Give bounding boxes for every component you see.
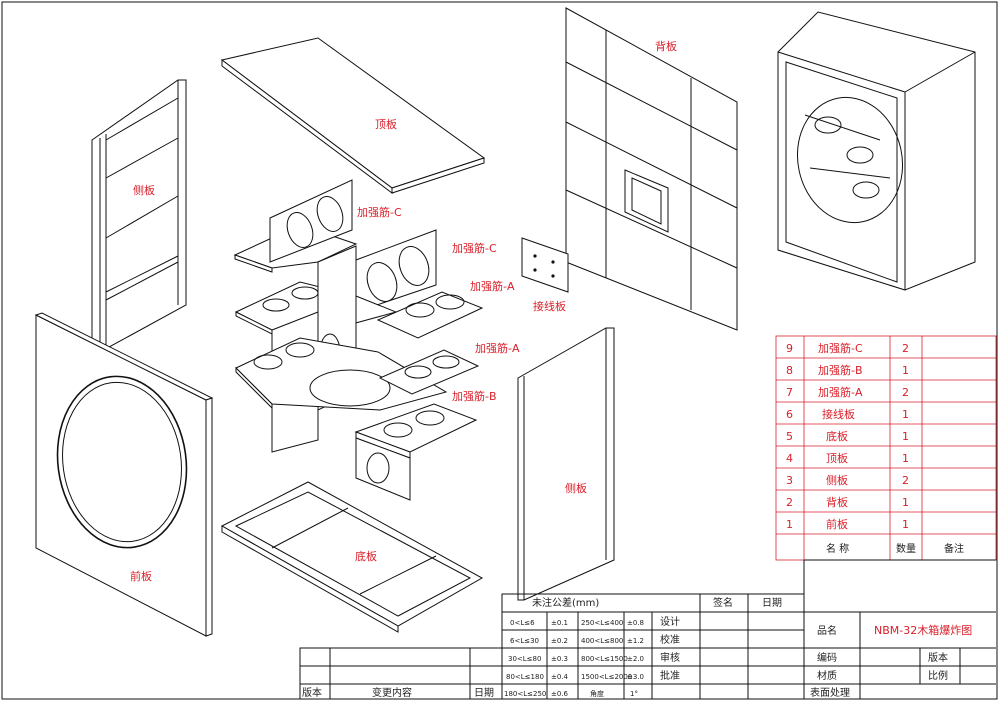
tol-range2: 250<L≤400	[581, 619, 623, 627]
title-block: 未注公差(mm) 签名 日期 0<L≤6 ±0.1 250<L≤400 ±0.8…	[299, 559, 996, 700]
front-panel: 前板	[34, 312, 214, 637]
brace-c-label-1: 加强筋-C	[357, 205, 402, 219]
bottom-panel: 底板	[220, 481, 484, 633]
version-label: 版本	[928, 651, 948, 664]
tol-range1: 6<L≤30	[510, 637, 539, 645]
side-panel-right-label: 侧板	[565, 481, 587, 495]
role-label: 校准	[660, 633, 680, 646]
front-panel-label: 前板	[130, 569, 152, 583]
bom-no: 7	[786, 386, 793, 399]
bom-no: 2	[786, 496, 793, 509]
tol-value2: ±1.2	[627, 637, 644, 645]
scale-label: 比例	[928, 669, 948, 682]
top-panel-label: 顶板	[375, 117, 397, 131]
assembled-box-view	[777, 11, 976, 291]
top-panel: 顶板	[220, 37, 486, 194]
brace-stack: 加强筋-C 加强筋-C 加强筋-A 加强筋-A 加强筋-B	[233, 179, 520, 501]
role-label: 设计	[660, 615, 680, 628]
tol-range2: 800<L≤1500	[581, 655, 628, 663]
bom-qty: 2	[902, 342, 909, 355]
bom-header-qty: 数量	[896, 542, 916, 555]
bom-qty: 1	[902, 452, 909, 465]
brace-a-label-2: 加强筋-A	[475, 341, 520, 355]
tol-range1: 0<L≤6	[510, 619, 535, 627]
bom-qty: 2	[902, 386, 909, 399]
bom-name: 前板	[826, 517, 848, 531]
sign-header: 签名	[713, 596, 733, 609]
rev-version-header: 版本	[302, 686, 322, 699]
bom-qty: 1	[902, 408, 909, 421]
tol-range2: 1500<L≤2000	[581, 673, 632, 681]
product-label: 品名	[817, 624, 837, 637]
bom-no: 1	[786, 518, 793, 531]
bom-name: 加强筋-C	[818, 341, 863, 355]
tol-value2: ±2.0	[627, 655, 644, 663]
bom-qty: 1	[902, 518, 909, 531]
tol-value1: ±0.1	[551, 619, 568, 627]
tol-range1: 80<L≤180	[506, 673, 544, 681]
bom-name: 接线板	[822, 407, 855, 421]
tol-range2: 角度	[590, 689, 604, 698]
brace-a-label-1: 加强筋-A	[470, 279, 515, 293]
tol-value2: ±3.0	[627, 673, 644, 681]
terminal-plate: 接线板	[521, 237, 569, 313]
tol-value2: 1°	[630, 690, 638, 698]
bom-no: 6	[786, 408, 793, 421]
bom-no: 4	[786, 452, 793, 465]
bom-qty: 1	[902, 364, 909, 377]
terminal-plate-label: 接线板	[533, 299, 566, 313]
bom-header-note: 备注	[944, 542, 964, 555]
bom-name: 背板	[826, 495, 848, 509]
side-panel-right: 侧板	[517, 327, 615, 601]
role-label: 批准	[660, 669, 680, 682]
tol-value1: ±0.6	[551, 690, 569, 698]
role-label: 审核	[660, 651, 680, 664]
bom-qty: 1	[902, 496, 909, 509]
bom-name: 顶板	[826, 451, 848, 465]
bottom-panel-label: 底板	[355, 549, 377, 563]
bom-no: 3	[786, 474, 793, 487]
bom-header-name: 名 称	[826, 542, 849, 555]
material-label: 材质	[817, 669, 837, 682]
side-panel-left: 侧板	[91, 79, 187, 353]
tol-value1: ±0.2	[551, 637, 568, 645]
bom-name: 加强筋-B	[818, 363, 863, 377]
tolerance-title: 未注公差(mm)	[532, 596, 599, 609]
tol-range1: 180<L≤250	[504, 690, 546, 698]
rev-date-header: 日期	[474, 687, 494, 699]
brace-b-label: 加强筋-B	[452, 389, 497, 403]
tol-value2: ±0.8	[627, 619, 644, 627]
tol-range2: 400<L≤800	[581, 637, 623, 645]
surface-label: 表面处理	[810, 686, 850, 699]
bom-table: 9 加强筋-C 2 8 加强筋-B 1 7 加强筋-A 2 6 接线板 1 5 …	[775, 335, 997, 561]
rev-content-header: 变更内容	[372, 686, 412, 699]
code-label: 编码	[817, 651, 837, 664]
bom-qty: 2	[902, 474, 909, 487]
back-panel-label: 背板	[655, 39, 677, 53]
bom-name: 侧板	[826, 473, 848, 487]
tol-value1: ±0.3	[551, 655, 568, 663]
side-panel-left-label: 侧板	[133, 183, 155, 197]
bom-no: 9	[786, 342, 793, 355]
date-header: 日期	[762, 597, 782, 609]
back-panel: 背板	[565, 7, 738, 331]
bom-no: 8	[786, 364, 793, 377]
product-name: NBM-32木箱爆炸图	[874, 623, 972, 637]
bom-qty: 1	[902, 430, 909, 443]
brace-c-label-2: 加强筋-C	[452, 241, 497, 255]
tol-range1: 30<L≤80	[508, 655, 541, 663]
bom-name: 底板	[826, 429, 848, 443]
tol-value1: ±0.4	[551, 673, 569, 681]
bom-name: 加强筋-A	[818, 385, 863, 399]
bom-no: 5	[786, 430, 793, 443]
